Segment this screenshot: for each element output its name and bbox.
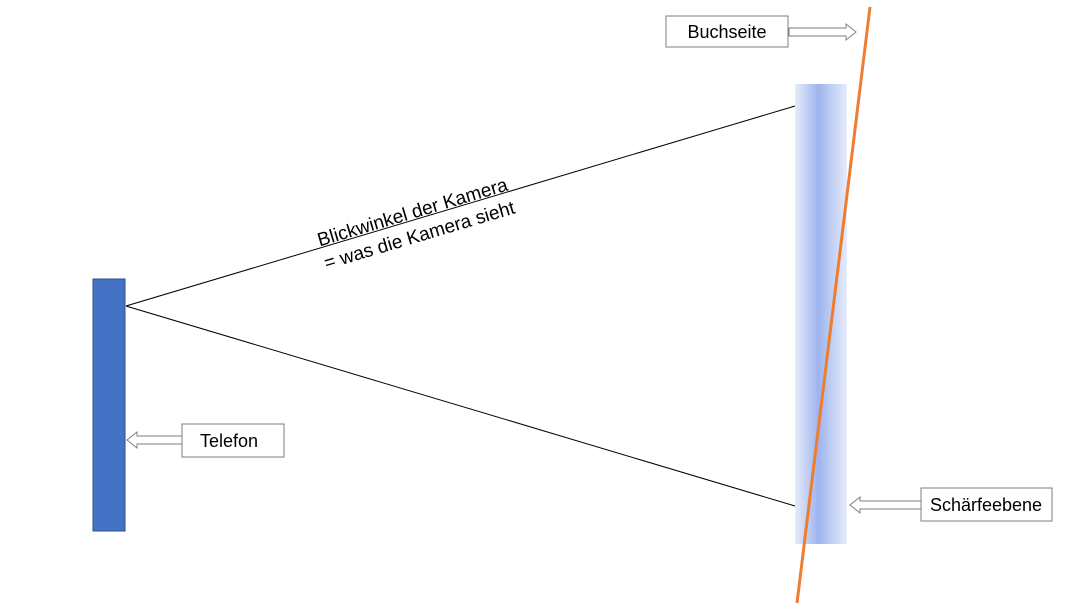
book-page-label-box	[665, 15, 789, 48]
view-angle-line-bottom	[125, 305, 796, 507]
book-page-line	[795, 6, 872, 604]
phone-body	[92, 278, 126, 532]
focal-plane-label-box	[920, 487, 1053, 522]
phone-callout: Telefon	[126, 423, 285, 458]
phone-label: Telefon	[200, 431, 258, 451]
book-page-arrow-icon	[788, 22, 857, 42]
book-page-callout: Buchseite	[665, 15, 857, 48]
phone-label-box	[181, 423, 285, 458]
phone-arrow-icon	[126, 430, 183, 450]
focal-plane-label: Schärfeebene	[930, 495, 1042, 515]
focal-plane-callout: Schärfeebene	[849, 487, 1053, 522]
focal-plane-arrow-icon	[849, 495, 922, 515]
book-page-label: Buchseite	[687, 22, 766, 42]
view-angle-line-top	[125, 105, 796, 307]
focal-plane-band	[795, 84, 847, 544]
view-angle-annotation: Blickwinkel der Kamera = was die Kamera …	[315, 175, 518, 275]
